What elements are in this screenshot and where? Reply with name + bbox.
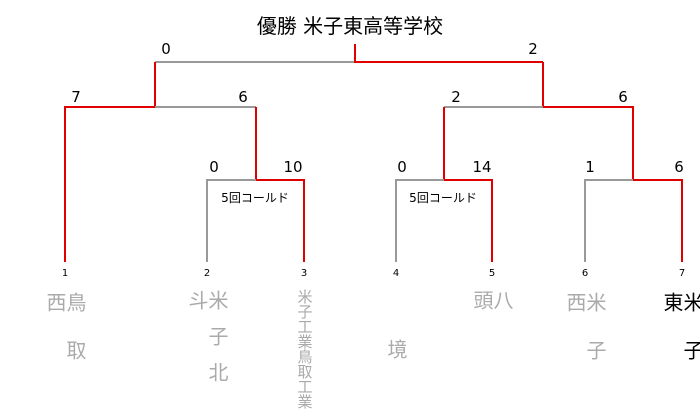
r1a-winner [256, 179, 305, 262]
team-name-5: 八頭 [470, 290, 514, 386]
final-right-score: 2 [528, 40, 538, 58]
seed-5: 5 [488, 268, 496, 279]
team-name-6: 米子西 [563, 292, 607, 388]
final-left-score: 0 [161, 40, 171, 58]
r1b-right-score: 14 [472, 158, 492, 176]
team-name-1: 鳥取西 [43, 292, 87, 388]
seed-7: 7 [678, 268, 686, 279]
team-name-7-champion: 米子東 [660, 292, 700, 388]
r1b-loser [395, 179, 444, 262]
team-name-3: 米子工業鳥取工業 [295, 289, 314, 409]
semi2-right-score: 6 [618, 88, 628, 106]
final-line-winner [354, 44, 543, 63]
r1b-note: 5回コールド [409, 191, 477, 205]
team-name-2: 米子北斗 [185, 290, 229, 398]
r1b-winner [444, 179, 493, 262]
r1a-right-score: 10 [283, 158, 303, 176]
r1c-loser [584, 179, 633, 262]
semi1-line-winner [64, 106, 155, 262]
r1c-right-score: 6 [674, 158, 684, 176]
team-name-4: 境 [384, 339, 408, 359]
champion-title: 優勝 米子東高等学校 [256, 14, 444, 38]
r1c-winner [633, 179, 683, 262]
r1c-left-score: 1 [585, 158, 595, 176]
seed-2: 2 [203, 268, 211, 279]
semi1-right-score: 6 [238, 88, 248, 106]
seed-6: 6 [581, 268, 589, 279]
r1a-left-score: 0 [209, 158, 219, 176]
semi1-left-score: 7 [71, 88, 81, 106]
semi2-left-score: 2 [451, 88, 461, 106]
semi2-line-winner [543, 106, 634, 180]
r1a-loser [206, 179, 256, 262]
seed-3: 3 [300, 268, 308, 279]
seed-4: 4 [392, 268, 400, 279]
r1a-note: 5回コールド [221, 191, 289, 205]
r1b-left-score: 0 [397, 158, 407, 176]
seed-1: 1 [61, 268, 69, 279]
